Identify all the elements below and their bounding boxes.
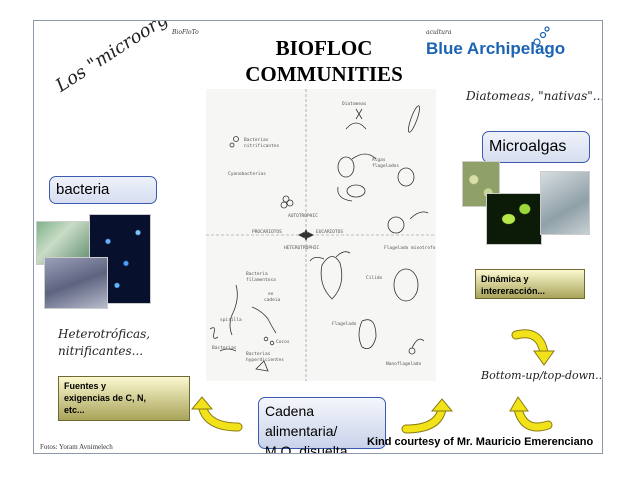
slide: BioFloTo acultura BIOFLOC COMMUNITIES Bl… — [33, 20, 603, 454]
fuentes-line-3: etc... — [64, 405, 85, 415]
label-bacterias-bast: Bacterias — [212, 345, 237, 351]
cadena-line-1: Cadena alimentaria/ — [265, 403, 338, 439]
label-cocos: Cocos — [276, 339, 290, 345]
bottom-up-note: Bottom-up/top-down... — [481, 369, 603, 382]
microalgas-label-box: Microalgas — [482, 131, 590, 163]
hetero-note: Heterotróficas, nitrificantes... — [58, 326, 150, 360]
fuentes-line-1: Fuentes y — [64, 381, 107, 391]
fuentes-box: Fuentes y exigencias de C, N, etc... — [58, 376, 190, 421]
label-eucariotos: EUCARIOTOS — [316, 229, 343, 235]
label-flagelado-mixotrofo: Flagelado mixotrofo — [384, 245, 436, 251]
label-algas-1: Algas — [372, 157, 386, 163]
cycle-arrow-bottom-icon — [509, 396, 553, 432]
credit-text: Kind courtesy of Mr. Mauricio Emerencian… — [367, 436, 594, 448]
bacteria-label-box: bacteria — [49, 176, 157, 204]
hetero-line-2: nitrificantes... — [58, 344, 144, 358]
label-en: en — [268, 292, 274, 297]
title-line-2: COMMUNITIES — [245, 62, 403, 86]
label-bacteria-fil-2: filamentosa — [246, 277, 276, 283]
label-bacterias-nitrif-1: Bacterias — [244, 137, 269, 143]
curved-arrow-left-icon — [190, 396, 243, 432]
label-autotrophic: AUTOTROPHIC — [288, 213, 318, 219]
label-bacterias-nitrif-2: nitrificantes — [244, 143, 280, 149]
label-heterotrophic: HETEROTROPHIC — [284, 245, 320, 251]
organism-sketches — [209, 105, 429, 372]
label-ciliado: Cilido — [366, 275, 383, 281]
curved-arrow-right-icon — [401, 398, 454, 434]
bacteria-photo-gray — [44, 257, 108, 309]
tiny-right-label: acultura — [426, 29, 452, 36]
label-diatomeas: Diatomeas — [342, 101, 367, 107]
dinamica-box: Dinámica y intereracción... — [475, 269, 585, 299]
algae-photo-3 — [540, 171, 590, 235]
logo-bubbles-icon — [533, 26, 550, 46]
label-spirilla: spirilla — [220, 317, 242, 323]
label-bacteria-fil-1: Bacteria — [246, 271, 268, 277]
hetero-line-1: Heterotróficas, — [58, 327, 151, 341]
label-flagelado: Flagelado — [332, 321, 357, 327]
label-cadeia: cadeia — [264, 297, 281, 303]
slanted-heading: Los "microorganismos"... — [52, 20, 256, 97]
dinamica-line-2: intereracción... — [481, 286, 546, 296]
cadena-box: Cadena alimentaria/ M.O. disuelta — [258, 397, 386, 453]
cadena-line-2: M.O. disuelta — [265, 443, 348, 454]
title-line-1: BIOFLOC — [275, 36, 373, 60]
tiny-left-label: BioFloTo — [172, 29, 199, 36]
microorganism-diagram: Diatomeas Bacterias nitrificantes Cyanob… — [206, 89, 436, 381]
blue-archipelago-logo: Blue Archipelago — [426, 26, 566, 59]
fuentes-line-2: exigencias de C, N, — [64, 393, 147, 403]
label-procariotos: PROCARIOTOS — [252, 229, 282, 235]
dinamica-line-1: Dinámica y — [481, 274, 529, 284]
photo-credit: Fotos: Yoram Avnimelech — [40, 443, 113, 451]
diatom-note: Diatomeas, "nativas"... etc — [466, 89, 603, 103]
label-bacterias-hyp-2: hyperdicientes — [246, 357, 284, 363]
slide-title: BIOFLOC COMMUNITIES — [229, 35, 419, 87]
label-cyanobacterias: Cyanobacterias — [228, 171, 266, 177]
label-nanoflagelado: Nanoflagelado — [386, 361, 422, 367]
logo-text: Blue Archipelago — [426, 39, 566, 58]
cycle-arrow-top-icon — [511, 329, 555, 366]
algae-photo-2 — [486, 193, 542, 245]
label-bacterias-hyp-1: Bacterias — [246, 351, 271, 357]
label-algas-2: flagelados — [372, 163, 399, 169]
